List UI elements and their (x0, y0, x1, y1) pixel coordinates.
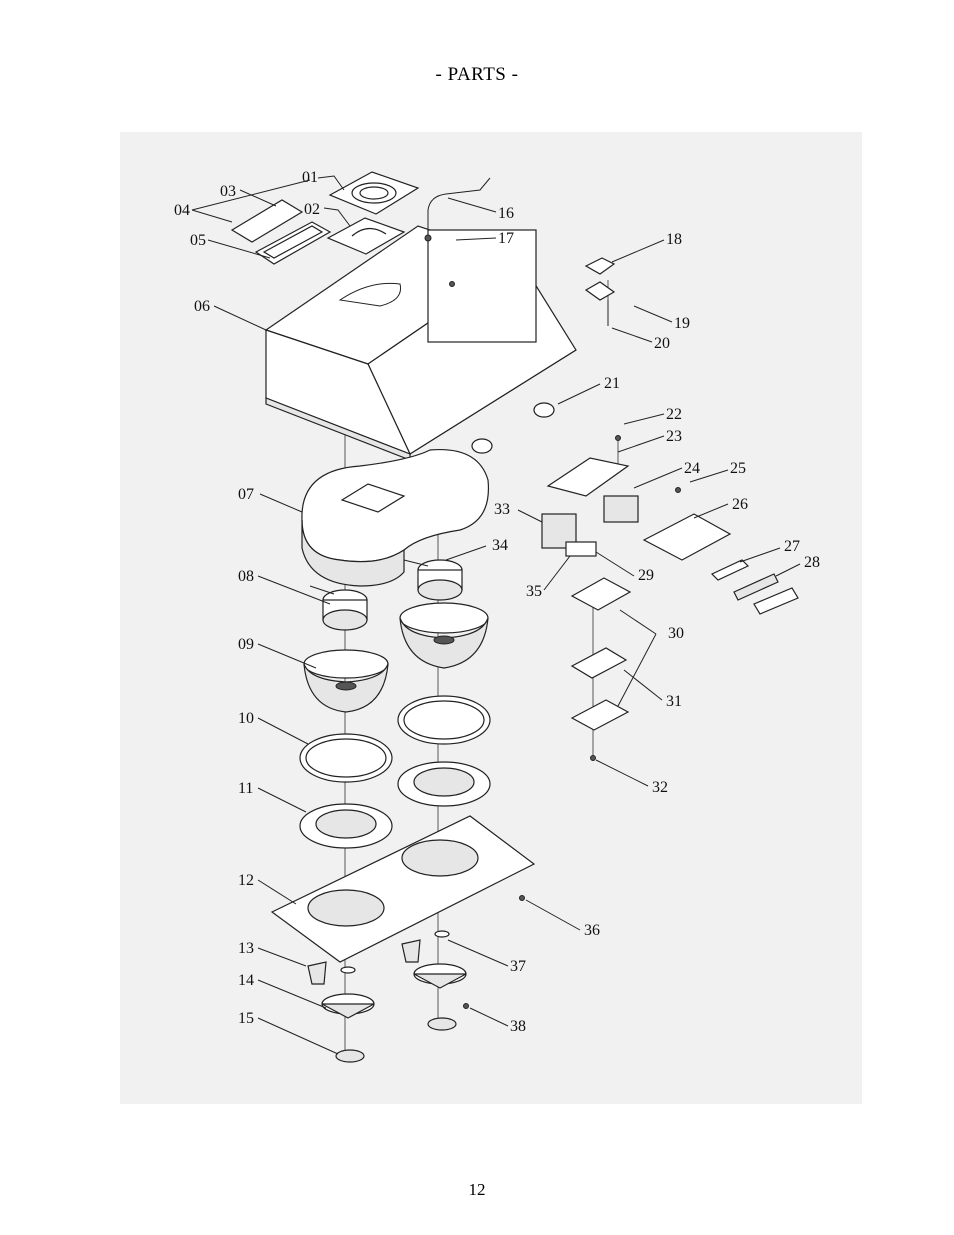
part-circuit-board (570, 647, 628, 679)
label-09: 09 (238, 636, 254, 653)
part-board-cover (570, 699, 630, 731)
label-26: 26 (732, 496, 748, 513)
label-07: 07 (238, 486, 254, 503)
label-23: 23 (666, 428, 682, 445)
part-power-cord (427, 177, 491, 238)
label-24: 24 (684, 460, 700, 477)
label-16: 16 (498, 205, 514, 222)
label-27: 27 (784, 538, 800, 555)
label-34: 34 (492, 537, 508, 554)
part-blower-wheel (303, 602, 489, 713)
label-01: 01 (302, 169, 318, 186)
part-switch-bracket (584, 257, 616, 326)
label-20: 20 (654, 335, 670, 352)
part-button-strip (733, 573, 779, 601)
page-number: 12 (468, 1180, 486, 1199)
label-04: 04 (174, 202, 190, 219)
label-31: 31 (666, 693, 682, 710)
part-switch-board (710, 559, 750, 581)
part-motor-1 (309, 585, 368, 631)
label-15: 15 (238, 1010, 254, 1027)
part-motor-2 (403, 559, 463, 601)
part-blower-ring (299, 695, 491, 783)
label-19: 19 (674, 315, 690, 332)
label-32: 32 (652, 779, 668, 796)
label-36: 36 (584, 922, 600, 939)
part-transformer (603, 495, 639, 523)
part-filter-knob (335, 1017, 457, 1063)
label-05: 05 (190, 232, 206, 249)
part-control-bracket (546, 457, 630, 497)
label-33: 33 (494, 501, 510, 518)
label-14: 14 (238, 972, 254, 989)
label-06: 06 (194, 298, 210, 315)
part-hood-body (264, 225, 577, 461)
label-22: 22 (666, 406, 682, 423)
part-grease-cup (307, 939, 421, 985)
label-37: 37 (510, 958, 526, 975)
part-cover-plate (230, 199, 332, 265)
label-11: 11 (238, 780, 253, 797)
part-lamp-holder (471, 402, 555, 454)
part-baffle-filter (321, 930, 467, 1019)
part-button-cover (753, 587, 799, 615)
part-labels: 01 02 03 04 05 06 07 08 09 10 11 12 13 1… (174, 169, 820, 1035)
label-29: 29 (638, 567, 654, 584)
part-bottom-plate (270, 815, 536, 963)
label-18: 18 (666, 231, 682, 248)
label-03: 03 (220, 183, 236, 200)
label-08: 08 (238, 568, 254, 585)
part-control-panel (642, 513, 732, 561)
part-blower-housing (299, 761, 491, 849)
label-25: 25 (730, 460, 746, 477)
label-30: 30 (668, 625, 684, 642)
part-damper (326, 217, 406, 255)
label-13: 13 (238, 940, 254, 957)
label-38: 38 (510, 1018, 526, 1035)
label-17: 17 (498, 230, 514, 247)
page-title: - PARTS - (435, 64, 519, 85)
label-35: 35 (526, 583, 542, 600)
leader-lines (191, 175, 801, 1055)
label-10: 10 (238, 710, 254, 727)
label-21: 21 (604, 375, 620, 392)
part-electronics-box (570, 577, 632, 611)
label-12: 12 (238, 872, 254, 889)
part-housing-base (301, 448, 490, 587)
label-02: 02 (304, 201, 320, 218)
part-terminal-block (565, 541, 597, 557)
label-28: 28 (804, 554, 820, 571)
part-duct-collar (328, 171, 420, 215)
